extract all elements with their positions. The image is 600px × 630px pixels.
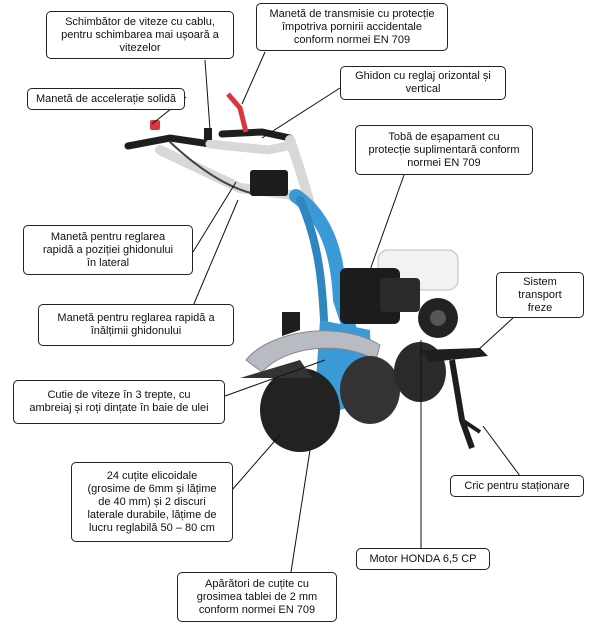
callout-maneta-transmisie: Manetă de transmisie cu protecție împotr… <box>256 3 448 51</box>
callout-reglare-inaltime: Manetă pentru reglarea rapidă a înălțimi… <box>38 304 234 346</box>
air-filter <box>380 278 420 312</box>
leader-cric <box>482 425 524 481</box>
tines <box>240 342 446 452</box>
callout-toba: Tobă de eșapament cu protecție supliment… <box>355 125 533 175</box>
leader-aparatori <box>290 449 311 573</box>
leader-ghidon <box>261 87 341 139</box>
callout-motor: Motor HONDA 6,5 CP <box>356 548 490 570</box>
callout-aparatori: Apărători de cuțite cu grosimea tablei d… <box>177 572 337 622</box>
callout-schimbator: Schimbător de viteze cu cablu, pentru sc… <box>46 11 234 59</box>
leader-schimbator <box>204 59 211 131</box>
transport-frame <box>420 348 488 362</box>
transmission-lever <box>226 92 249 133</box>
control-box <box>250 170 288 196</box>
gear-shifter <box>204 128 212 140</box>
callout-sistem-transport: Sistem transport freze <box>496 272 584 318</box>
front-bracket <box>282 312 300 336</box>
callout-cutie-viteze: Cutie de viteze în 3 trepte, cu ambreiaj… <box>13 380 225 424</box>
leader-reglare-inaltime <box>192 199 239 307</box>
starter-hub <box>430 310 446 326</box>
leader-sistem-transport <box>477 317 514 351</box>
throttle-lever <box>150 120 160 130</box>
tine-guard <box>245 330 381 373</box>
jack-foot <box>460 418 482 434</box>
leader-cutite <box>231 434 281 491</box>
blue-column-2 <box>296 196 328 324</box>
callout-ghidon: Ghidon cu reglaj orizontal și vertical <box>340 66 506 100</box>
leader-maneta-transmisie <box>241 51 266 105</box>
leader-cutie-viteze <box>224 359 326 397</box>
callout-cutite: 24 cuțite elicoidale (grosime de 6mm și … <box>71 462 233 542</box>
leader-toba <box>369 174 405 271</box>
callout-reglare-lateral: Manetă pentru reglarea rapidă a poziției… <box>23 225 193 275</box>
leader-reglare-lateral <box>192 181 237 253</box>
blue-column <box>289 189 357 337</box>
callout-acceleratie: Manetă de accelerație solidă <box>27 88 185 110</box>
callout-cric: Cric pentru staționare <box>450 475 584 497</box>
